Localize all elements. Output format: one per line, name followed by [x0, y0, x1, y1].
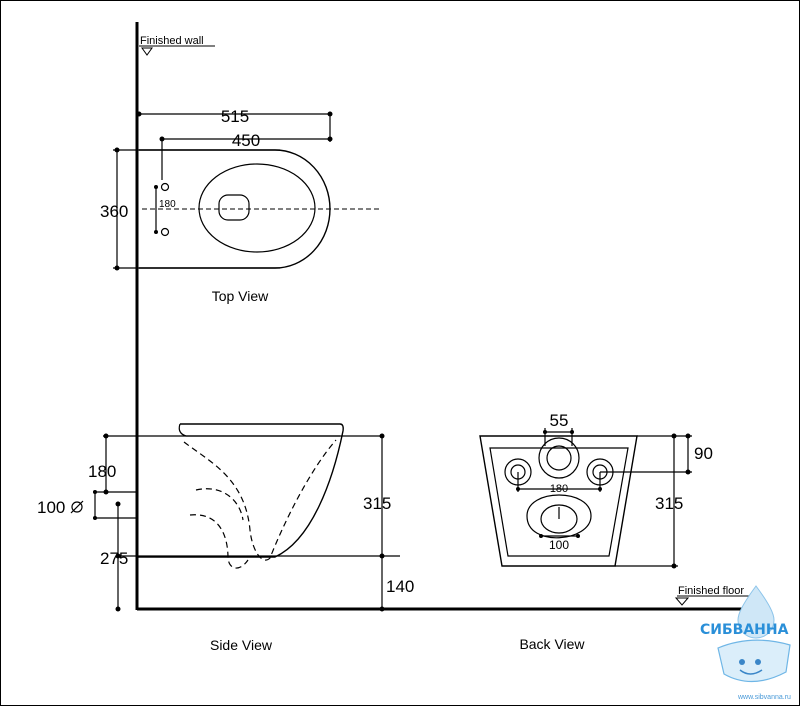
side-dim-140: 140 [386, 577, 414, 596]
back-view-caption: Back View [519, 636, 585, 652]
back-view-inlet-outer [538, 437, 580, 479]
side-view-caption: Side View [210, 637, 273, 653]
back-dim-90: 90 [694, 444, 713, 463]
top-view-caption: Top View [212, 288, 269, 304]
top-dim-515: 515 [221, 107, 249, 126]
watermark-logo [717, 585, 791, 683]
watermark-brand: СИБВАННА [700, 622, 789, 638]
back-dim-100: 100 [549, 538, 569, 552]
floor-level-marker [674, 597, 690, 606]
top-dim-360: 360 [100, 202, 128, 221]
finished-floor-label: Finished floor [678, 585, 744, 597]
back-dim-180: 180 [550, 483, 568, 495]
side-dim-315: 315 [363, 494, 391, 513]
bolt-hole-lower [160, 227, 170, 237]
top-view-drain [218, 194, 250, 221]
top-dim-450: 450 [232, 131, 260, 150]
side-dim-180: 180 [88, 462, 116, 481]
top-dim-180: 180 [159, 199, 176, 210]
top-view-bowl-inner [198, 163, 316, 253]
side-dim-275: 275 [100, 549, 128, 568]
finished-wall-label: Finished wall [140, 35, 204, 47]
side-view-bowl-profile [137, 423, 344, 558]
side-view-trapway [183, 439, 337, 561]
side-dim-100: 100 [37, 498, 65, 517]
wall-level-marker [141, 47, 153, 56]
back-dim-315: 315 [655, 494, 683, 513]
bolt-hole-upper [160, 182, 170, 192]
back-view-inlet-inner [546, 445, 572, 471]
watermark-url: www.sibvanna.ru [737, 694, 791, 701]
diameter-symbol [71, 501, 83, 513]
back-dim-55: 55 [550, 411, 569, 430]
